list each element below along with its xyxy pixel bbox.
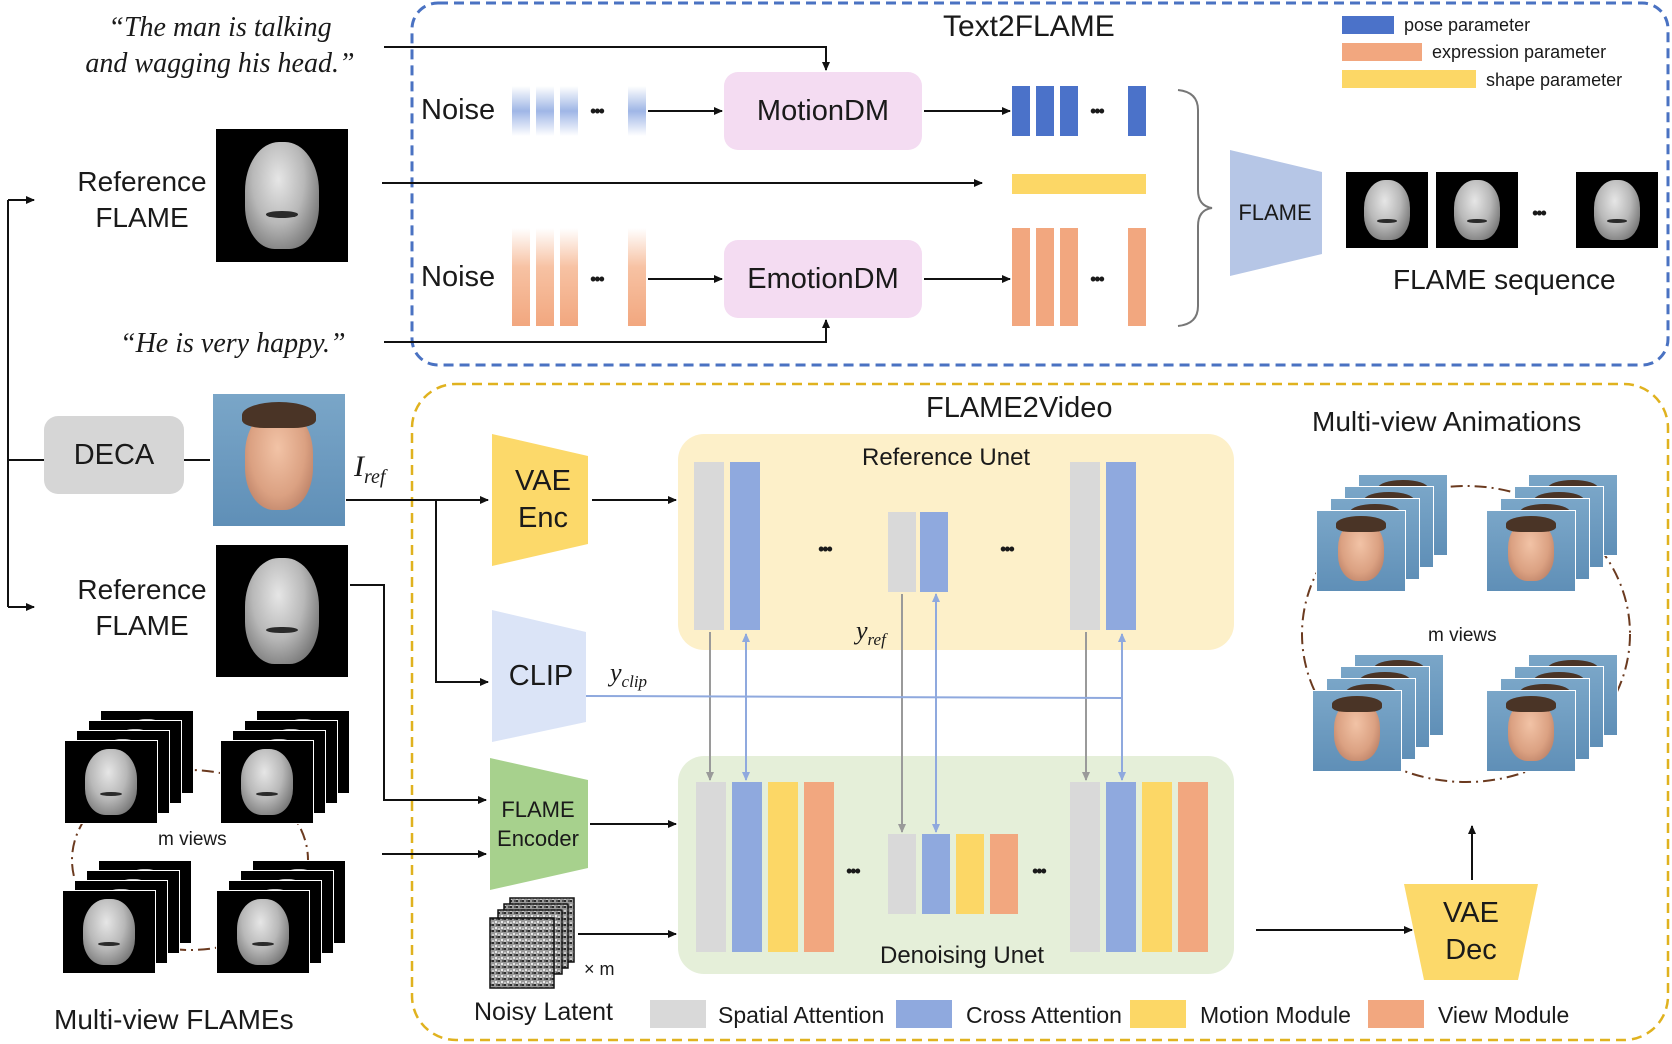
reference-unet-ellipsis-right: ••• xyxy=(1000,539,1015,559)
legend-view-swatch xyxy=(1368,1000,1424,1028)
multiview-animations-title: Multi-view Animations xyxy=(1312,406,1582,437)
denoising-unet-label: Denoising Unet xyxy=(880,942,1045,969)
legend-pose-label: pose parameter xyxy=(1404,15,1531,35)
noise-ellipsis-bottom: ••• xyxy=(590,269,605,289)
motion-prompt-line2: and wagging his head.” xyxy=(85,48,355,79)
y-clip-label: yclip xyxy=(610,658,648,692)
reference-photo xyxy=(213,394,345,526)
parameter-brace xyxy=(1177,89,1213,327)
noise-bars-top xyxy=(512,86,646,136)
reference-flame-label-bottom: Reference FLAME xyxy=(77,574,207,641)
motion-prompt-line1: “The man is talking xyxy=(108,12,332,43)
vae-enc-label: VAE Enc xyxy=(515,465,571,534)
shape-output-bar xyxy=(1012,174,1146,194)
motion-dm-label: MotionDM xyxy=(756,94,890,127)
pose-output-bars xyxy=(1012,86,1146,136)
vae-dec-label: VAE Dec xyxy=(1443,897,1499,966)
noise-ellipsis-top: ••• xyxy=(590,101,605,121)
flame-sequence-ellipsis: ••• xyxy=(1532,203,1547,223)
legend-motion-label: Motion Module xyxy=(1200,1002,1351,1028)
y-ref-label: yref xyxy=(856,616,886,650)
flame-encoder-shape xyxy=(490,758,588,890)
pose-output-ellipsis: ••• xyxy=(1090,101,1105,121)
i-ref-subscript: ref xyxy=(364,466,386,488)
legend-spatial-swatch xyxy=(650,1000,706,1028)
multiview-animations-m-views: m views xyxy=(1428,625,1497,646)
vae-enc-shape xyxy=(492,434,588,566)
noise-bars-bottom xyxy=(512,228,646,326)
flame-sequence-frame-1 xyxy=(1346,172,1428,248)
reference-unet-label: Reference Unet xyxy=(862,444,1031,471)
y-clip-symbol: y xyxy=(610,658,622,687)
reference-flame-label-top: Reference FLAME xyxy=(77,166,207,233)
legend-shape-label: shape parameter xyxy=(1486,70,1623,90)
noise-label-bottom: Noise xyxy=(421,261,496,293)
legend-motion-swatch xyxy=(1130,1000,1186,1028)
i-ref-label: Iref xyxy=(354,450,386,488)
flame-sequence-frame-3 xyxy=(1576,172,1658,248)
reference-flame-image-bottom xyxy=(216,545,348,677)
emotion-prompt: “He is very happy.” xyxy=(120,328,346,359)
legend-pose-swatch xyxy=(1342,16,1394,34)
noisy-latent-times-m: × m xyxy=(584,959,615,979)
emotion-dm-box xyxy=(724,240,922,318)
noisy-latent-label: Noisy Latent xyxy=(474,998,613,1026)
flame2video-border xyxy=(410,382,1670,1042)
legend-expression-label: expression parameter xyxy=(1432,42,1607,62)
flame-decoder-shape xyxy=(1230,150,1322,276)
multiview-flames-m-views: m views xyxy=(158,829,227,850)
vae-dec-shape xyxy=(1404,884,1538,980)
legend-shape-swatch xyxy=(1342,70,1476,88)
flame-sequence-frame-2 xyxy=(1436,172,1518,248)
text2flame-arrows xyxy=(382,46,1011,343)
deca-box xyxy=(44,416,184,494)
denoising-unet-blocks xyxy=(696,782,1208,952)
unet-connectors xyxy=(585,593,1126,833)
denoising-unet-ellipsis-left: ••• xyxy=(846,861,861,881)
legend-spatial-label: Spatial Attention xyxy=(718,1002,885,1028)
denoising-unet-ellipsis-right: ••• xyxy=(1032,861,1047,881)
noise-label-top: Noise xyxy=(421,94,496,126)
flame-decoder-label: FLAME xyxy=(1238,200,1312,225)
legend-cross-swatch xyxy=(896,1000,952,1028)
multiview-flames-label: Multi-view FLAMEs xyxy=(54,1004,294,1035)
text2flame-title: Text2FLAME xyxy=(943,10,1115,43)
expression-output-ellipsis: ••• xyxy=(1090,269,1105,289)
multiview-animations-ring xyxy=(1301,485,1631,783)
i-ref-symbol: I xyxy=(354,450,364,483)
legend-expression-swatch xyxy=(1342,43,1422,61)
flame-encoder-label: FLAME Encoder xyxy=(497,797,579,851)
reference-unet-blocks xyxy=(694,462,1136,630)
flame-sequence-label: FLAME sequence xyxy=(1393,264,1616,295)
motion-dm-box xyxy=(724,72,922,150)
deca-label: DECA xyxy=(73,438,155,471)
reference-unet-ellipsis-left: ••• xyxy=(818,539,833,559)
legend-cross-label: Cross Attention xyxy=(966,1002,1122,1028)
clip-label: CLIP xyxy=(508,659,574,692)
y-clip-subscript: clip xyxy=(621,672,648,692)
left-connectors xyxy=(7,196,210,611)
y-ref-symbol: y xyxy=(856,616,868,645)
reference-flame-image-top xyxy=(216,129,348,262)
flame2video-arrows xyxy=(346,496,1476,938)
y-ref-subscript: ref xyxy=(867,630,886,650)
legend-view-label: View Module xyxy=(1438,1002,1570,1028)
clip-shape xyxy=(492,610,586,742)
expression-output-bars xyxy=(1012,228,1146,326)
motion-prompt: “The man is talking and wagging his head… xyxy=(62,10,378,82)
flame2video-title: FLAME2Video xyxy=(926,392,1113,424)
noisy-latent-stack xyxy=(489,897,575,989)
emotion-dm-label: EmotionDM xyxy=(747,262,899,295)
